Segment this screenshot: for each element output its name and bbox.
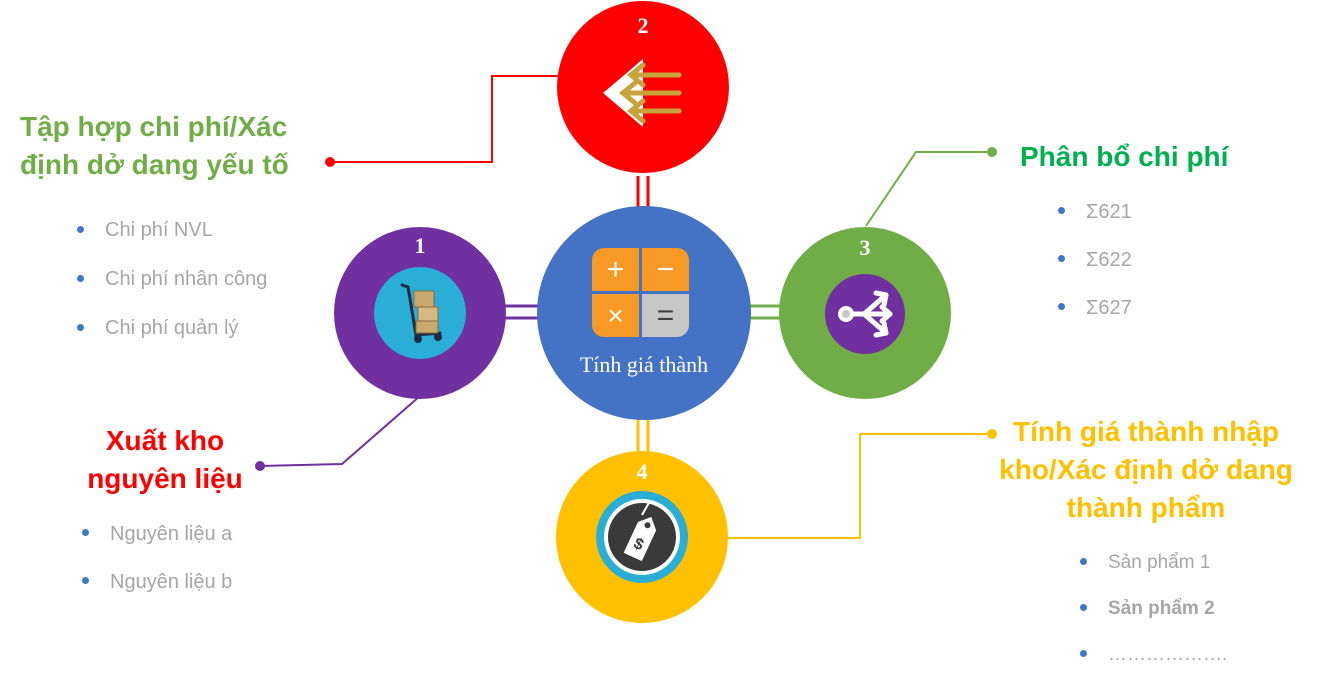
list-item: Sản phẩm 2 <box>1080 586 1227 632</box>
callout-line-node2 <box>330 75 560 163</box>
list-xuat-kho: Nguyên liệu a Nguyên liệu b <box>82 510 232 606</box>
heading-xuat-kho-line-2: nguyên liệu <box>87 462 243 494</box>
list-item: Sản phẩm 1 <box>1080 540 1227 586</box>
node-4-circle: 4 $ <box>556 451 728 623</box>
list-item: Σ622 <box>1058 236 1132 284</box>
list-tinh-gia: Sản phẩm 1 Sản phẩm 2 ………………. <box>1080 540 1227 678</box>
node-4-number: 4 <box>636 459 648 484</box>
heading-tinh-gia-line-1: Tính giá thành nhập <box>1013 416 1279 447</box>
heading-xuat-kho-line-1: Xuất kho <box>105 425 225 456</box>
hand-truck-boxes-icon <box>374 267 466 359</box>
heading-xuat-kho: Xuất kho nguyên liệu <box>40 422 290 498</box>
list-item: Σ621 <box>1058 188 1132 236</box>
node-1-number: 1 <box>414 233 426 258</box>
split-arrows-icon <box>825 274 905 354</box>
heading-tap-hop-line-1: Tập hợp chi phí/Xác <box>20 111 288 142</box>
list-item: Nguyên liệu b <box>82 558 232 606</box>
incoming-arrows-icon <box>603 59 682 127</box>
callout-dot-node4 <box>987 429 997 439</box>
heading-phan-bo-line-1: Phân bổ chi phí <box>1020 141 1229 172</box>
list-item: Chi phí quản lý <box>77 304 267 353</box>
callout-dot-node2 <box>325 157 335 167</box>
list-item: Nguyên liệu a <box>82 510 232 558</box>
callout-dot-node1 <box>255 461 265 471</box>
heading-tap-hop-chi-phi: Tập hợp chi phí/Xác định dở dang yếu tố <box>20 108 289 184</box>
heading-phan-bo-chi-phi: Phân bổ chi phí <box>1020 138 1228 176</box>
heading-tinh-gia-line-2: kho/Xác định dở dang <box>999 453 1293 485</box>
list-item: Chi phí NVL <box>77 206 267 255</box>
node-3-number: 3 <box>859 235 871 260</box>
link-center-node3 <box>748 304 782 320</box>
heading-tinh-gia-line-3: thành phẩm <box>1066 491 1226 523</box>
node-3-circle: 3 <box>779 227 951 399</box>
link-center-node1 <box>502 304 540 320</box>
node-1-circle: 1 <box>334 227 506 399</box>
list-item: Σ627 <box>1058 284 1132 332</box>
callout-dot-node3 <box>987 147 997 157</box>
node-2-number: 2 <box>637 13 649 38</box>
link-center-node2 <box>636 176 650 208</box>
heading-tinh-gia-thanh: Tính giá thành nhập kho/Xác định dở dang… <box>986 413 1306 526</box>
callout-line-node1 <box>259 395 421 467</box>
calculator-icon: + − × = <box>592 248 692 340</box>
node-2-circle: 2 <box>557 1 729 173</box>
list-phan-bo: Σ621 Σ622 Σ627 <box>1058 188 1132 332</box>
callout-line-node3 <box>865 151 992 227</box>
price-tag-icon: $ <box>596 491 688 583</box>
callout-line-node4 <box>728 433 992 539</box>
heading-tap-hop-line-2: định dở dang yếu tố <box>20 148 289 180</box>
center-label: Tính giá thành <box>579 352 709 377</box>
list-item: ………………. <box>1080 632 1227 678</box>
list-tap-hop-chi-phi: Chi phí NVL Chi phí nhân công Chi phí qu… <box>77 206 267 353</box>
center-circle: + − × = Tính giá thành <box>537 206 751 420</box>
link-center-node4 <box>636 418 650 452</box>
list-item: Chi phí nhân công <box>77 255 267 304</box>
